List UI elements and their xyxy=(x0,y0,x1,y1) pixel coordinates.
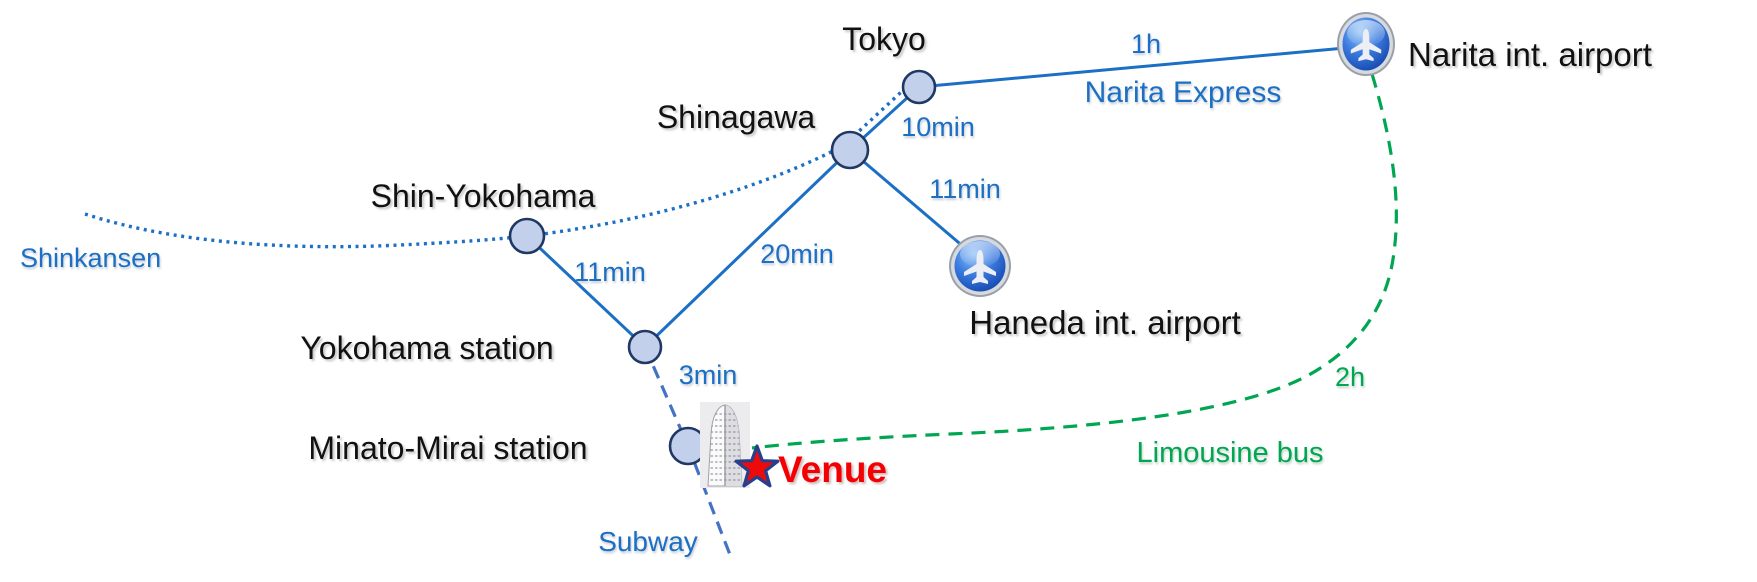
haneda-airport-label: Haneda int. airport xyxy=(969,304,1241,341)
yokohama-station-node xyxy=(627,329,663,365)
tokyo-station-node xyxy=(901,69,937,105)
narita-airport-icon xyxy=(1337,12,1395,76)
yokohama-station-label: Yokohama station xyxy=(300,330,553,366)
shinyokohama-yokohama-line xyxy=(525,234,647,349)
minato-mirai-station-label: Minato-Mirai station xyxy=(308,430,587,466)
venue-star-icon xyxy=(734,444,780,488)
shin-yokohama-station-node xyxy=(508,217,546,255)
shinkansen-route-label: Shinkansen xyxy=(20,243,161,273)
duration-shinagawa-tokyo: 10min xyxy=(901,112,975,142)
duration-shinagawa-haneda: 11min xyxy=(929,174,1001,204)
venue-label: Venue xyxy=(778,449,887,490)
duration-narita-venue-bus: 2h xyxy=(1335,362,1365,392)
subway-route-label: Subway xyxy=(598,526,698,557)
limousine-bus-route-label: Limousine bus xyxy=(1137,437,1324,469)
narita-airport-label: Narita int. airport xyxy=(1408,36,1652,73)
shinagawa-station-node xyxy=(830,130,870,170)
shinagawa-yokohama-line xyxy=(643,148,852,349)
venue-building-icon xyxy=(700,402,750,488)
duration-yokohama-minatomirai: 3min xyxy=(679,360,738,390)
limousine-bus-dashed-line xyxy=(751,73,1398,450)
shin-yokohama-station-label: Shin-Yokohama xyxy=(371,178,596,214)
shinagawa-haneda-line xyxy=(849,148,966,250)
shinagawa-station-label: Shinagawa xyxy=(657,99,816,135)
tokyo-station-label: Tokyo xyxy=(842,21,926,57)
shinkansen-dotted-line xyxy=(84,80,914,249)
narita-express-route-label: Narita Express xyxy=(1085,76,1282,109)
duration-shinyokohama-yokohama: 11min xyxy=(574,257,646,287)
duration-tokyo-narita: 1h xyxy=(1131,29,1161,59)
narita-express-line xyxy=(918,46,1346,89)
haneda-airport-icon xyxy=(949,235,1011,297)
duration-shinagawa-yokohama: 20min xyxy=(760,239,834,269)
